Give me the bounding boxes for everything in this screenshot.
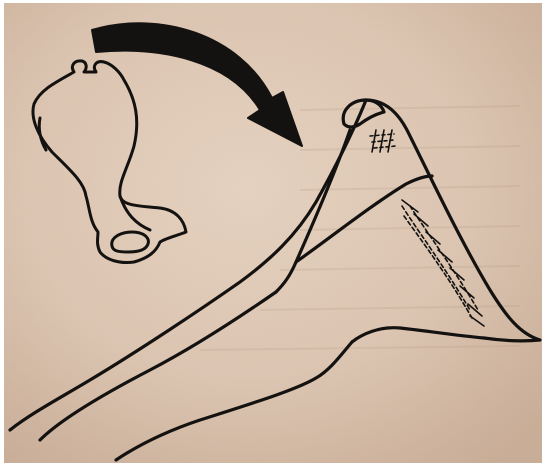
figure-frame [0, 0, 549, 468]
diagram-canvas [0, 0, 549, 468]
